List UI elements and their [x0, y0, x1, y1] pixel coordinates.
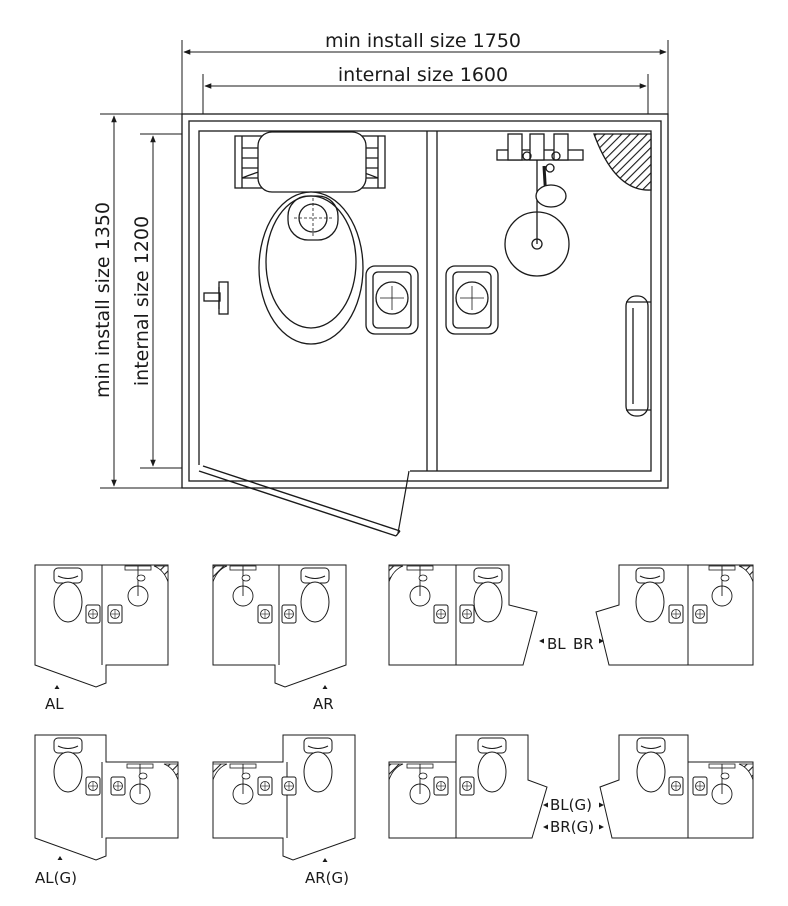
variant-label-br: BR	[573, 635, 594, 653]
toilet	[257, 131, 367, 345]
internal-width-label: internal size 1600	[338, 64, 508, 86]
variant-label-ar-g: AR(G)	[305, 869, 349, 887]
variant-al-plan	[34, 564, 169, 689]
shower-mixer	[496, 133, 584, 244]
wall-inner-line	[188, 120, 662, 482]
variant-al-g-plan	[34, 734, 179, 861]
min-install-width-label: min install size 1750	[325, 30, 521, 52]
min-install-width-dimension	[181, 40, 669, 118]
corner-shelf	[593, 133, 652, 191]
variant-label-ar: AR	[313, 695, 334, 713]
internal-width-dimension	[202, 74, 649, 118]
variant-label-br-g: BR(G)	[550, 818, 594, 836]
variant-thumbnails	[34, 564, 754, 862]
variant-bl-plan	[388, 564, 544, 666]
internal-depth-label: internal size 1200	[131, 216, 153, 386]
floor-drain-right	[445, 265, 499, 335]
variant-br-g-plan	[599, 734, 754, 839]
toilet-paper-holder	[203, 281, 229, 315]
inner-room-outline	[198, 130, 652, 472]
variant-ar-plan	[212, 564, 347, 689]
variant-bl-g-plan	[388, 734, 548, 839]
min-install-depth-dimension	[100, 113, 182, 489]
variant-label-bl-g: BL(G)	[550, 796, 592, 814]
variant-ar-g-plan	[212, 734, 356, 862]
variant-label-al: AL	[45, 695, 64, 713]
floor-drain-left	[365, 265, 419, 335]
shower-head	[504, 165, 570, 277]
main-plan: min install size 1750 internal size 1600…	[92, 30, 669, 537]
variant-br-plan	[595, 564, 754, 666]
door	[198, 465, 410, 537]
variant-label-bl: BL	[547, 635, 566, 653]
variant-label-al-g: AL(G)	[35, 869, 77, 887]
min-install-depth-label: min install size 1350	[92, 202, 114, 398]
grab-bar	[625, 295, 651, 417]
